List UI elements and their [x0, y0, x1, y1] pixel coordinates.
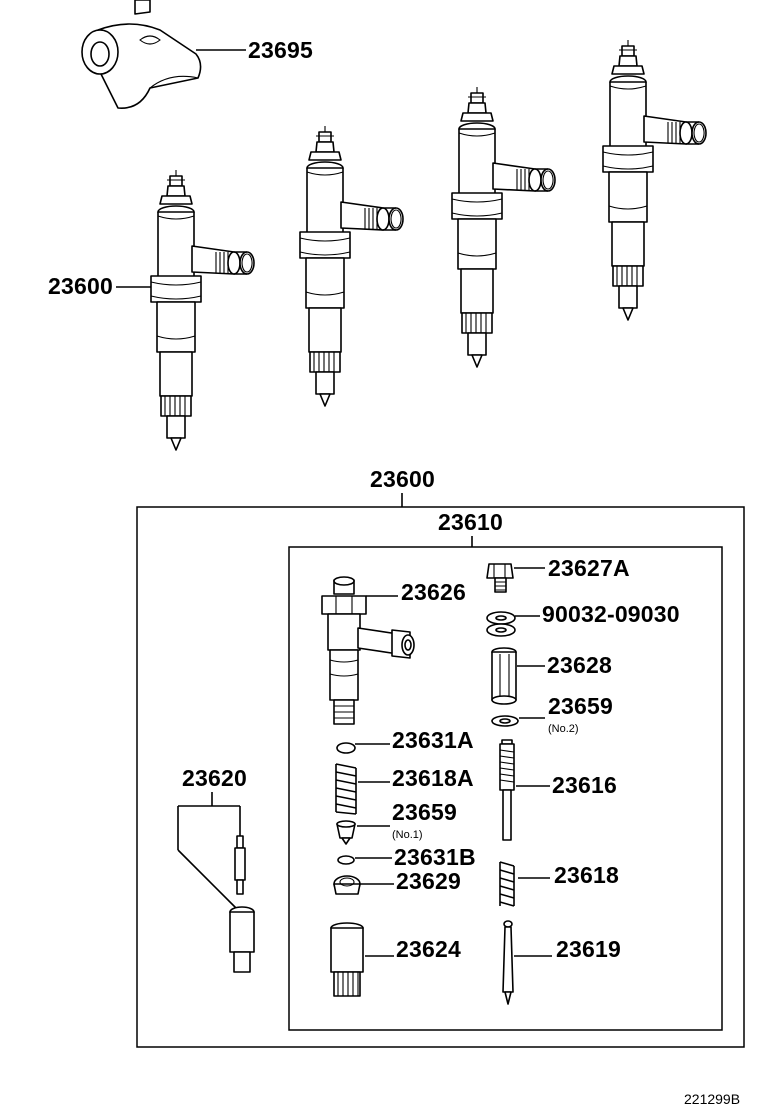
outer-frame-23600: [136, 506, 745, 1048]
injector-1: [150, 169, 255, 451]
injector-3: [451, 86, 556, 368]
inner-frame-23610: [288, 546, 723, 1031]
gasket-90032-09030: [486, 611, 516, 637]
nozzle-body-23620: [229, 906, 255, 973]
label-23618A: 23618A: [392, 765, 474, 791]
shim-23659-no1: [336, 820, 356, 845]
needle-valve-23620: [234, 835, 246, 895]
washer-23631A: [336, 742, 356, 754]
label-23610: 23610: [438, 509, 503, 535]
label-23627A: 23627A: [548, 555, 630, 581]
leader-23620: [177, 792, 241, 909]
figure-id: 221299B: [684, 1091, 740, 1107]
label-23600-top: 23600: [48, 273, 113, 299]
label-23659-no2: 23659: [548, 693, 613, 719]
label-23631B: 23631B: [394, 844, 476, 870]
label-23600-set: 23600: [370, 466, 435, 492]
push-rod-23616: [499, 739, 515, 841]
label-23619: 23619: [556, 936, 621, 962]
label-23616: 23616: [552, 772, 617, 798]
nozzle-nut-23624: [330, 922, 364, 997]
shim-23659-no2: [491, 715, 519, 727]
spacer-23629: [333, 875, 361, 895]
label-23695: 23695: [248, 37, 313, 63]
injector-2: [299, 125, 404, 407]
label-23624: 23624: [396, 936, 461, 962]
injector-4: [602, 39, 707, 321]
label-23618: 23618: [554, 862, 619, 888]
note-no1: (No.1): [392, 829, 423, 841]
label-23629: 23629: [396, 868, 461, 894]
bracket-23695: [81, 0, 202, 109]
label-23620: 23620: [182, 765, 247, 791]
holder-body-23626: [321, 576, 415, 725]
label-90032-09030: 90032-09030: [542, 601, 680, 627]
label-23631A: 23631A: [392, 727, 474, 753]
bolt-23627A: [486, 563, 514, 593]
label-23628: 23628: [547, 652, 612, 678]
sleeve-23628: [491, 647, 517, 705]
needle-23619: [502, 920, 514, 1005]
label-23626: 23626: [401, 579, 466, 605]
note-no2: (No.2): [548, 723, 579, 735]
spring-23618A: [335, 763, 357, 815]
spring-23618: [499, 861, 515, 907]
label-23659-no1: 23659: [392, 799, 457, 825]
washer-23631B: [337, 855, 355, 865]
